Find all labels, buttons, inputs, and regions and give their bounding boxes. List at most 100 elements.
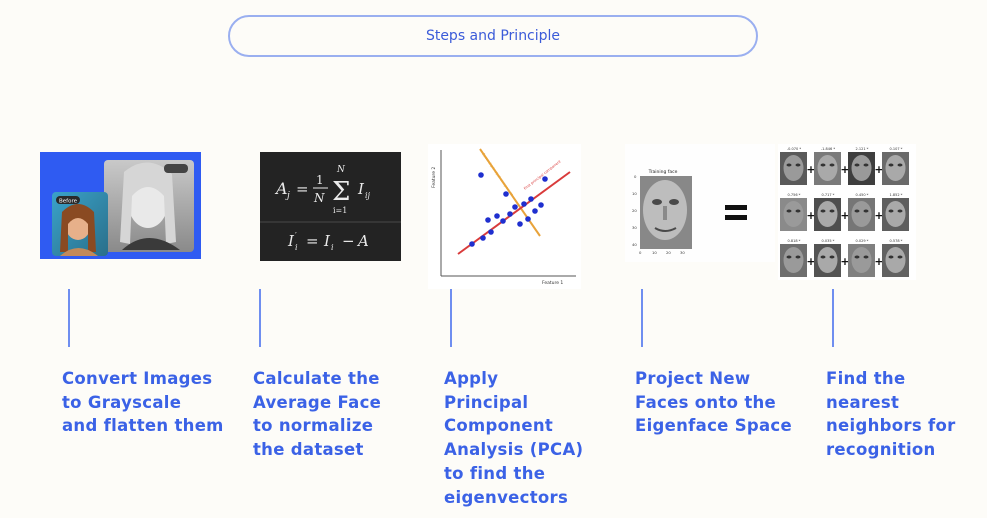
eigenface-eye (795, 209, 801, 213)
eigenface-shape (885, 247, 906, 273)
svg-text:N: N (336, 165, 346, 175)
eigen-weight-label: 0.035 * (822, 239, 835, 243)
svg-text:N: N (313, 191, 325, 205)
connector-line (68, 289, 70, 347)
connector-line (259, 289, 261, 347)
svg-text:A: A (274, 179, 288, 198)
plus-sign: + (806, 209, 815, 222)
eigen-weight-label: 0.756 * (788, 193, 801, 197)
xtick: 20 (666, 250, 671, 255)
caption-line: to find the (444, 463, 546, 483)
eigenface-shape (885, 155, 906, 181)
connector-line (832, 289, 834, 347)
eigenface-eye (829, 255, 835, 259)
ytick: 20 (632, 208, 637, 213)
svg-text:I: I (287, 232, 295, 250)
eigen-weight-label: 0.578 * (890, 239, 903, 243)
eigenface-shape (783, 155, 804, 181)
eigenface-eye (897, 255, 903, 259)
eigenface-eye (888, 209, 894, 213)
step-caption-grayscale: Convert Images to Grayscale and flatten … (62, 367, 227, 438)
step-caption-pca: Apply Principal Component Analysis (PCA)… (444, 367, 609, 509)
svg-text:j: j (285, 191, 290, 201)
eigenface-eye (786, 255, 792, 259)
caption-line: Faces onto the (635, 392, 777, 412)
eigenface-eye (863, 163, 869, 167)
eigenface-eye (854, 209, 860, 213)
plus-sign: + (806, 163, 815, 176)
caption-line: Average Face (253, 392, 382, 412)
eigenface-eye (888, 163, 894, 167)
eigenface-grid-image: -0.070 *+-1.846 *+2.121 *+0.107 *0.756 *… (778, 144, 916, 280)
xtick: 10 (652, 250, 657, 255)
caption-line: neighbors for (826, 416, 956, 436)
step-caption-projection: Project New Faces onto the Eigenface Spa… (635, 367, 800, 438)
connector-line (641, 289, 643, 347)
eigenface-eye (897, 163, 903, 167)
caption-line: Eigenface Space (635, 416, 793, 436)
eigenface-shape (851, 155, 872, 181)
eigen-weight-label: 0.717 * (822, 193, 835, 197)
caption-line: Apply (444, 369, 499, 388)
eigenface-shape (783, 247, 804, 273)
plus-sign: + (874, 255, 883, 268)
caption-line: Principal (444, 392, 529, 412)
caption-line: recognition (826, 440, 936, 460)
svg-text:i: i (331, 243, 334, 252)
eigen-weight-label: 2.121 * (856, 147, 869, 151)
before-badge: Before (59, 199, 78, 205)
eigen-weight-label: 0.450 * (856, 193, 869, 197)
eigen-weight-label: 0.818 * (788, 239, 801, 243)
caption-line: nearest (826, 392, 900, 412)
caption-line: the dataset (253, 440, 364, 460)
svg-text:=: = (296, 180, 309, 198)
equals-sign-bottom (725, 215, 747, 220)
pca-scatter-image: Feature 2 Feature 1 First principal comp… (428, 144, 581, 289)
svg-text:−: − (342, 232, 355, 250)
eigenface-eye (829, 163, 835, 167)
training-face-title: Training face (648, 169, 678, 175)
caption-line: Project New (635, 369, 751, 388)
eigenface-eye (829, 209, 835, 213)
svg-text:Σ: Σ (332, 177, 350, 207)
pca-xlabel: Feature 1 (542, 280, 563, 286)
eigenface-eye (820, 255, 826, 259)
eigenface-eye (795, 255, 801, 259)
svg-text:A: A (356, 232, 369, 250)
grayscale-conversion-image: Before (40, 152, 201, 259)
plus-sign: + (840, 163, 849, 176)
eigenface-eye (888, 255, 894, 259)
eigenface-eye (854, 163, 860, 167)
eigenface-shape (817, 201, 838, 227)
connector-line (450, 289, 452, 347)
svg-text:i: i (295, 243, 298, 252)
average-face-formula-image: A j = 1 N N Σ i=1 I ij I ′ i = I i − A (260, 152, 401, 261)
eigenface-eye (795, 163, 801, 167)
step-caption-average-face: Calculate the Average Face to normalize … (253, 367, 418, 462)
plus-sign: + (874, 163, 883, 176)
title-pill: Steps and Principle (228, 15, 758, 57)
caption-line: eigenvectors (444, 487, 569, 507)
eigenface-eye (786, 163, 792, 167)
caption-line: Calculate the (253, 369, 380, 388)
eigenface-eye (863, 209, 869, 213)
eigen-weight-label: -1.846 * (821, 147, 835, 151)
equals-sign-top (725, 205, 747, 210)
page-title: Steps and Principle (425, 28, 561, 44)
plus-sign: + (840, 209, 849, 222)
eigenface-eye (786, 209, 792, 213)
ytick: 40 (632, 242, 637, 247)
svg-text:1: 1 (316, 173, 324, 187)
svg-text:I: I (357, 180, 365, 198)
plus-sign: + (874, 209, 883, 222)
ytick: 10 (632, 191, 637, 196)
caption-line: to normalize (253, 416, 374, 436)
eigenface-eye (897, 209, 903, 213)
eigenface-eye (820, 209, 826, 213)
eigen-weight-label: 1.852 * (890, 193, 903, 197)
svg-text:ij: ij (365, 191, 371, 200)
eigen-weight-label: 0.029 * (856, 239, 869, 243)
eigenface-shape (851, 201, 872, 227)
projection-image: Training face 0 10 20 30 40 0 10 20 30 (625, 144, 775, 262)
caption-line: Find the (826, 369, 906, 388)
